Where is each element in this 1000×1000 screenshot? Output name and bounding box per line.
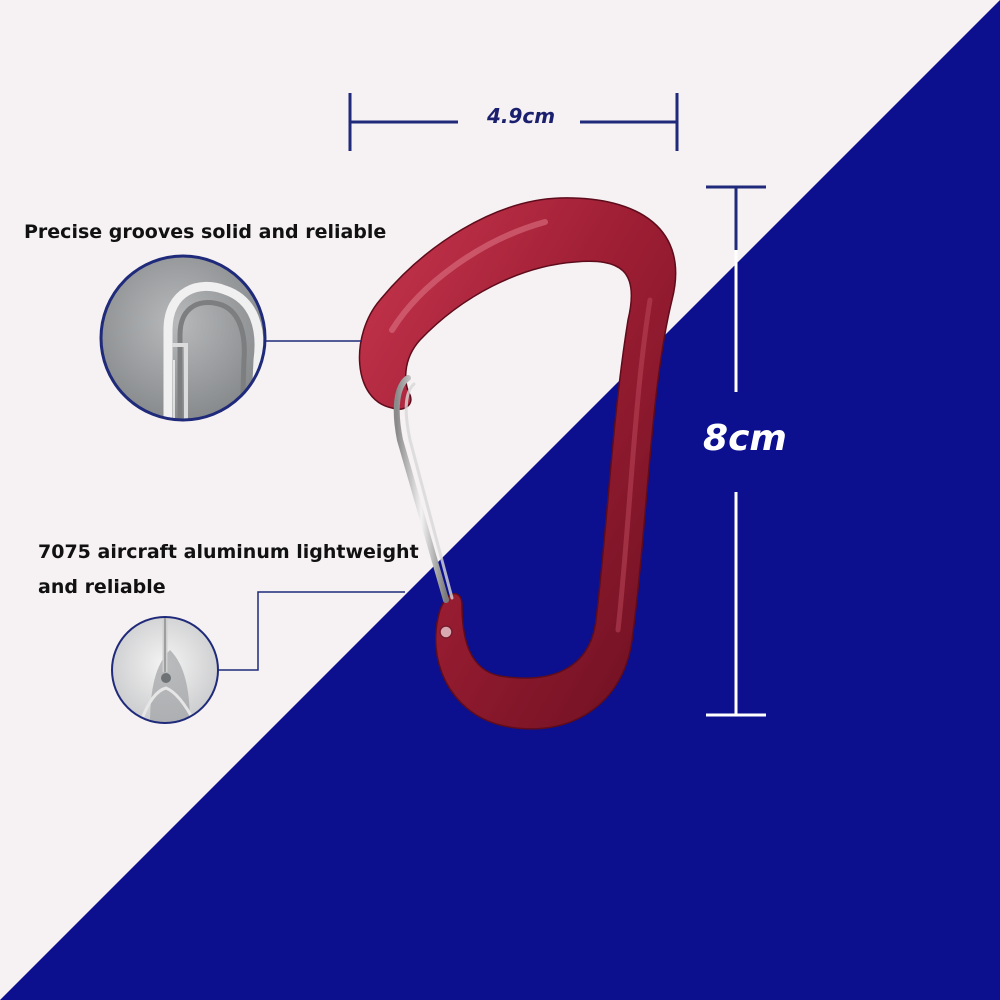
aluminum-feature-label: 7075 aircraft aluminum lightweight and r… [38, 535, 419, 605]
groove-feature-label: Precise grooves solid and reliable [24, 221, 387, 243]
aluminum-detail-image [112, 617, 218, 723]
carabiner-highlight [389, 219, 548, 333]
groove-detail-callout [99, 254, 362, 422]
aluminum-detail-ring [111, 616, 219, 724]
aluminum-feature-label-line1: 7075 aircraft aluminum lightweight [38, 541, 419, 563]
gate-rivet [439, 625, 453, 639]
aluminum-feature-label-line2: and reliable [38, 576, 166, 598]
wire-gate-inner [404, 382, 454, 600]
height-dimension-label: 8cm [703, 418, 787, 459]
width-dimension-label: 4.9cm [486, 104, 556, 128]
wire-gate [393, 375, 449, 603]
carabiner-body [358, 197, 677, 730]
aluminum-callout-leader [218, 591, 405, 671]
carabiner-spine-highlight [615, 297, 653, 633]
groove-detail-image [101, 256, 265, 420]
height-dimension-line [706, 185, 766, 717]
width-dimension-line [348, 93, 679, 151]
carabiner [358, 197, 677, 730]
groove-detail-ring [99, 254, 267, 422]
aluminum-detail-callout [111, 591, 405, 724]
